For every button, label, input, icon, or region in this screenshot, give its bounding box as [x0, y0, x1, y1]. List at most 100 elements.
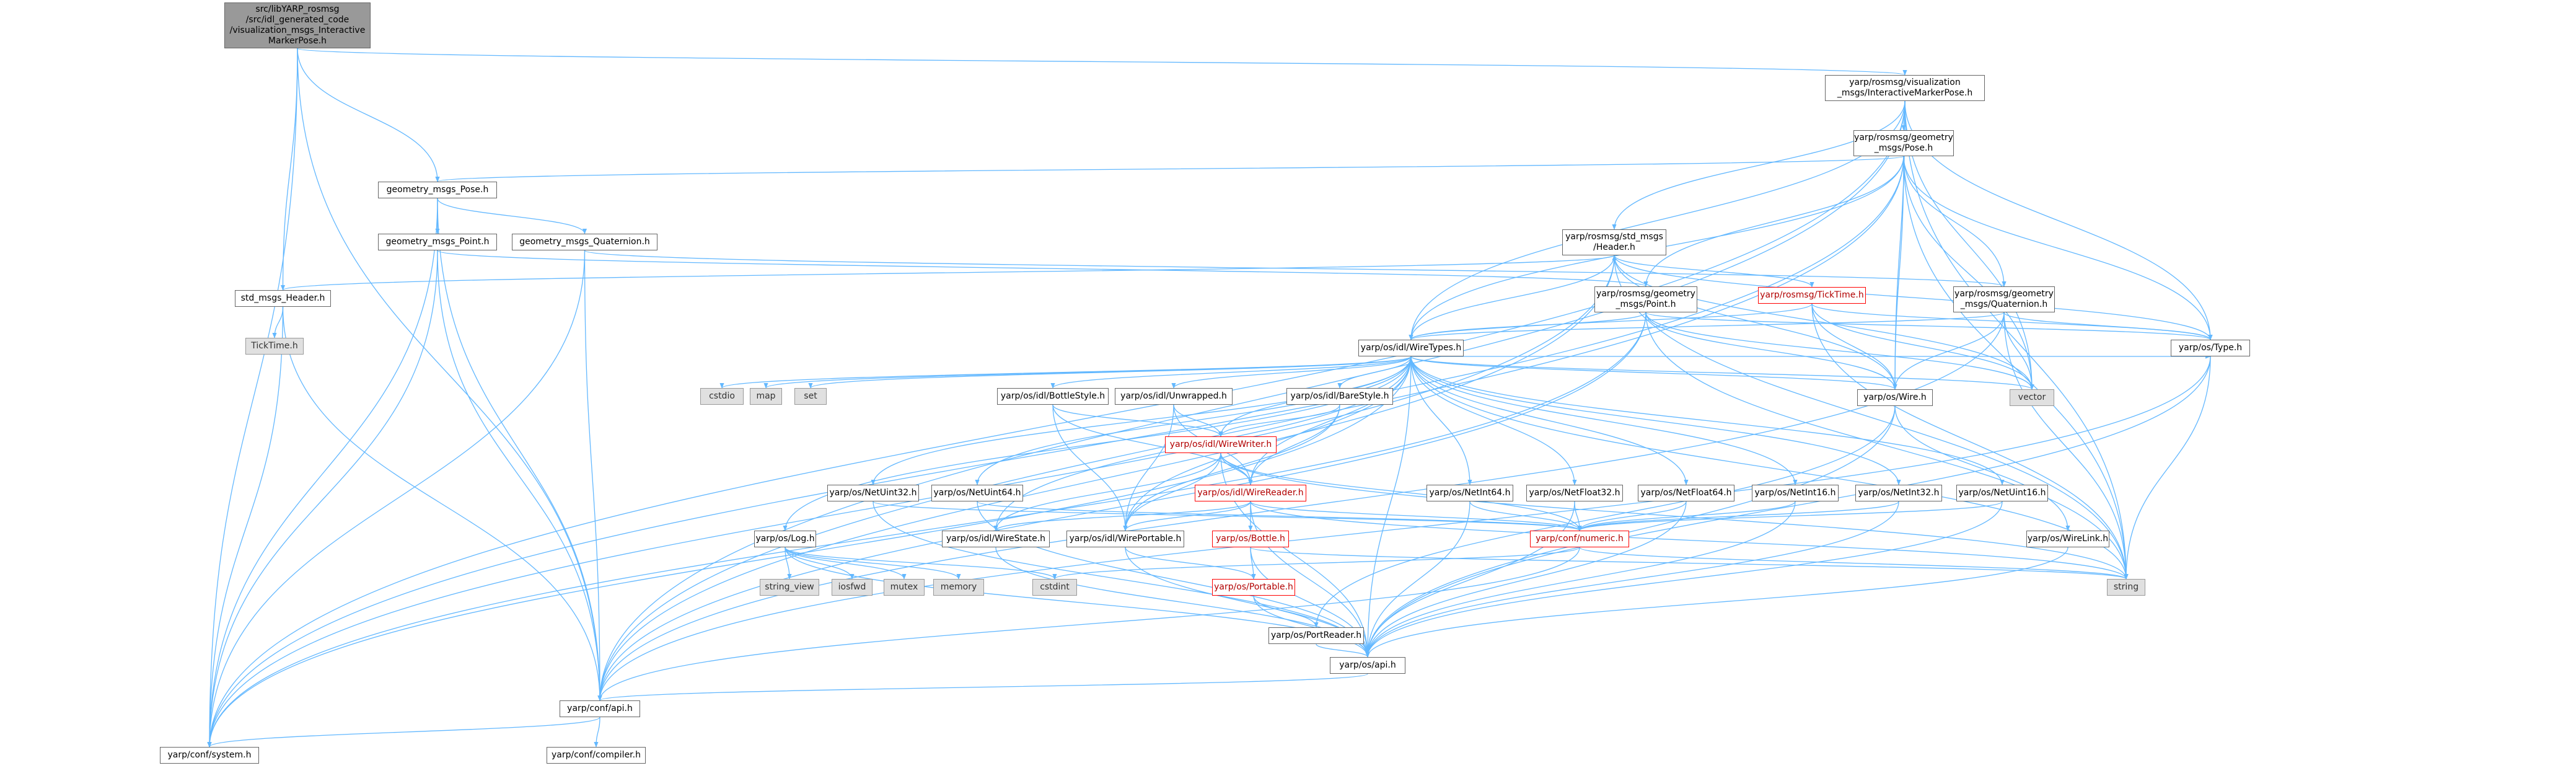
- edge-conf-numeric-node-to-conf-api-node: [597, 547, 1580, 701]
- netint16-node[interactable]: yarp/os/NetInt16.h: [1752, 485, 1839, 501]
- edge-wiretypes-node-to-vector-node: [1410, 356, 2034, 390]
- edge-geometry-msgs-pose-rosmsg-node-to-conf-system-node: [207, 156, 1904, 748]
- netfloat32-node[interactable]: yarp/os/NetFloat32.h: [1526, 485, 1623, 501]
- netint32-node[interactable]: yarp/os/NetInt32.h: [1855, 485, 1942, 501]
- edge-geometry-msgs-pose-rosmsg-node-to-geometry-msgs-pose-node: [436, 156, 1904, 182]
- bottlestyle-node[interactable]: yarp/os/idl/BottleStyle.h: [997, 388, 1109, 405]
- edge-os-api-node-to-conf-api-node: [597, 673, 1368, 701]
- edge-wirewriter-node-to-string-node: [1220, 452, 2129, 580]
- geometry-msgs-pose-rosmsg-node[interactable]: yarp/rosmsg/geometry _msgs/Pose.h: [1853, 130, 1954, 156]
- wire-node[interactable]: yarp/os/Wire.h: [1857, 389, 1933, 406]
- edge-std-msgs-header-rosmsg-node-to-string-node: [1614, 255, 2129, 580]
- geometry-msgs-quaternion-node[interactable]: geometry_msgs_Quaternion.h: [512, 234, 657, 250]
- edge-netint32-node-to-conf-numeric-node: [1577, 501, 1899, 531]
- edge-conf-api-node-to-conf-compiler-node: [594, 717, 600, 748]
- edge-std-msgs-header-node-to-conf-system-node: [207, 306, 284, 748]
- edge-wiretypes-node-to-unwrapped-node: [1171, 356, 1412, 389]
- wirelink-node[interactable]: yarp/os/WireLink.h: [2026, 531, 2109, 547]
- cstdio-node: cstdio: [700, 388, 744, 405]
- edge-geometry-msgs-quaternion-rosmsg-node-to-string-node: [2003, 312, 2129, 580]
- edge-root-file-node-to-std-msgs-header-node: [280, 48, 298, 291]
- ticktime-rosmsg-node[interactable]: yarp/rosmsg/TickTime.h: [1758, 287, 1866, 304]
- conf-api-node[interactable]: yarp/conf/api.h: [560, 700, 640, 717]
- edge-geometry-msgs-point-rosmsg-node-to-conf-api-node: [597, 312, 1646, 701]
- unwrapped-node[interactable]: yarp/os/idl/Unwrapped.h: [1115, 388, 1233, 405]
- bottle-node[interactable]: yarp/os/Bottle.h: [1212, 531, 1289, 547]
- conf-compiler-node[interactable]: yarp/conf/compiler.h: [547, 747, 646, 764]
- ticktime-plain-node: TickTime.h: [245, 338, 304, 355]
- edge-ticktime-rosmsg-node-to-wiretypes-node: [1409, 303, 1813, 340]
- edge-geometry-msgs-quaternion-rosmsg-node-to-wiretypes-node: [1409, 312, 2005, 340]
- netint64-node[interactable]: yarp/os/NetInt64.h: [1426, 485, 1513, 501]
- edge-geometry-msgs-pose-rosmsg-node-to-geometry-msgs-quaternion-rosmsg-node: [1903, 156, 2007, 287]
- edge-geometry-msgs-pose-rosmsg-node-to-vector-node: [1903, 156, 2034, 390]
- netuint16-node[interactable]: yarp/os/NetUint16.h: [1956, 485, 2048, 501]
- edge-netfloat64-node-to-conf-numeric-node: [1577, 501, 1687, 531]
- edge-bottlestyle-node-to-wireportable-node: [1052, 404, 1128, 531]
- netuint64-node[interactable]: yarp/os/NetUint64.h: [931, 485, 1023, 501]
- edge-wiretypes-node-to-netint64-node: [1410, 356, 1472, 485]
- geometry-msgs-pose-node[interactable]: geometry_msgs_Pose.h: [378, 182, 497, 198]
- os-api-node[interactable]: yarp/os/api.h: [1330, 657, 1405, 674]
- edge-root-file-node-to-visualization-interactive-marker-pose-node: [297, 48, 1907, 76]
- vector-node: vector: [2010, 389, 2054, 406]
- edge-type-node-to-os-api-node: [1365, 356, 2211, 658]
- wirereader-node[interactable]: yarp/os/idl/WireReader.h: [1195, 485, 1306, 501]
- edge-geometry-msgs-quaternion-node-to-conf-system-node: [207, 250, 586, 748]
- edge-wirereader-node-to-wireportable-node: [1123, 501, 1251, 531]
- map-node: map: [750, 388, 782, 405]
- edge-geometry-msgs-quaternion-rosmsg-node-to-vector-node: [2003, 312, 2034, 390]
- edge-geometry-msgs-point-node-to-conf-api-node: [437, 250, 602, 701]
- edge-netint64-node-to-conf-numeric-node: [1469, 501, 1582, 531]
- edge-conf-api-node-to-conf-system-node: [207, 717, 600, 748]
- edge-wiretypes-node-to-wire-node: [1410, 356, 1897, 390]
- edge-wiretypes-node-to-netint32-node: [1410, 356, 1901, 485]
- geometry-msgs-point-node[interactable]: geometry_msgs_Point.h: [378, 234, 497, 250]
- std-msgs-header-rosmsg-node[interactable]: yarp/rosmsg/std_msgs /Header.h: [1562, 229, 1666, 255]
- edge-ticktime-rosmsg-node-to-wire-node: [1811, 303, 1897, 390]
- wiretypes-node[interactable]: yarp/os/idl/WireTypes.h: [1358, 340, 1464, 356]
- conf-system-node[interactable]: yarp/conf/system.h: [160, 747, 259, 764]
- edge-std-msgs-header-node-to-ticktime-plain-node: [272, 306, 284, 338]
- edge-root-file-node-to-conf-system-node: [207, 48, 298, 748]
- edge-ticktime-rosmsg-node-to-vector-node: [1811, 303, 2034, 390]
- edge-wiretypes-node-to-os-api-node: [1365, 356, 1412, 658]
- edge-wiretypes-node-to-netuint64-node: [975, 356, 1412, 485]
- edge-wiretypes-node-to-map-node: [763, 356, 1412, 389]
- edge-wiretypes-node-to-set-node: [808, 356, 1412, 389]
- edge-wiretypes-node-to-netint16-node: [1410, 356, 1798, 485]
- wirestate-node[interactable]: yarp/os/idl/WireState.h: [942, 531, 1050, 547]
- log-node[interactable]: yarp/os/Log.h: [754, 531, 816, 547]
- edge-log-node-to-mutex-node: [785, 547, 907, 580]
- edge-geometry-msgs-pose-rosmsg-node-to-geometry-msgs-point-rosmsg-node: [1643, 156, 1904, 287]
- edge-root-file-node-to-conf-api-node: [297, 48, 602, 701]
- std-msgs-header-node[interactable]: std_msgs_Header.h: [235, 290, 331, 307]
- mutex-node: mutex: [884, 579, 925, 596]
- conf-numeric-node[interactable]: yarp/conf/numeric.h: [1530, 531, 1629, 547]
- edge-log-node-to-iosfwd-node: [785, 547, 855, 580]
- edge-bottlestyle-node-to-wirewriter-node: [1052, 404, 1223, 437]
- wireportable-node[interactable]: yarp/os/idl/WirePortable.h: [1066, 531, 1184, 547]
- cstdint-node: cstdint: [1032, 579, 1077, 596]
- edge-geometry-msgs-point-rosmsg-node-to-string-node: [1645, 312, 2129, 580]
- wirewriter-node[interactable]: yarp/os/idl/WireWriter.h: [1165, 436, 1277, 453]
- memory-node: memory: [933, 579, 984, 596]
- geometry-msgs-point-rosmsg-node[interactable]: yarp/rosmsg/geometry _msgs/Point.h: [1594, 286, 1697, 312]
- edge-portable-node-to-os-api-node: [1253, 595, 1370, 658]
- portreader-node[interactable]: yarp/os/PortReader.h: [1268, 627, 1364, 644]
- portable-node[interactable]: yarp/os/Portable.h: [1212, 579, 1295, 596]
- edge-netint32-node-to-os-api-node: [1365, 501, 1899, 658]
- edge-std-msgs-header-rosmsg-node-to-wiretypes-node: [1409, 255, 1615, 340]
- netfloat64-node[interactable]: yarp/os/NetFloat64.h: [1638, 485, 1734, 501]
- edge-wire-node-to-wirelink-node: [1894, 405, 2070, 531]
- edge-log-node-to-cstdint-node: [785, 547, 1057, 580]
- visualization-interactive-marker-pose-node[interactable]: yarp/rosmsg/visualization _msgs/Interact…: [1825, 75, 1985, 101]
- barestyle-node[interactable]: yarp/os/idl/BareStyle.h: [1286, 388, 1393, 405]
- type-node[interactable]: yarp/os/Type.h: [2171, 340, 2250, 356]
- edge-unwrapped-node-to-wireportable-node: [1123, 404, 1174, 531]
- geometry-msgs-quaternion-rosmsg-node[interactable]: yarp/rosmsg/geometry _msgs/Quaternion.h: [1953, 286, 2055, 312]
- netuint32-node[interactable]: yarp/os/NetUint32.h: [827, 485, 919, 501]
- edge-netuint16-node-to-conf-numeric-node: [1577, 501, 2003, 531]
- string-node: string: [2107, 579, 2145, 596]
- edge-netfloat32-node-to-os-api-node: [1365, 501, 1575, 658]
